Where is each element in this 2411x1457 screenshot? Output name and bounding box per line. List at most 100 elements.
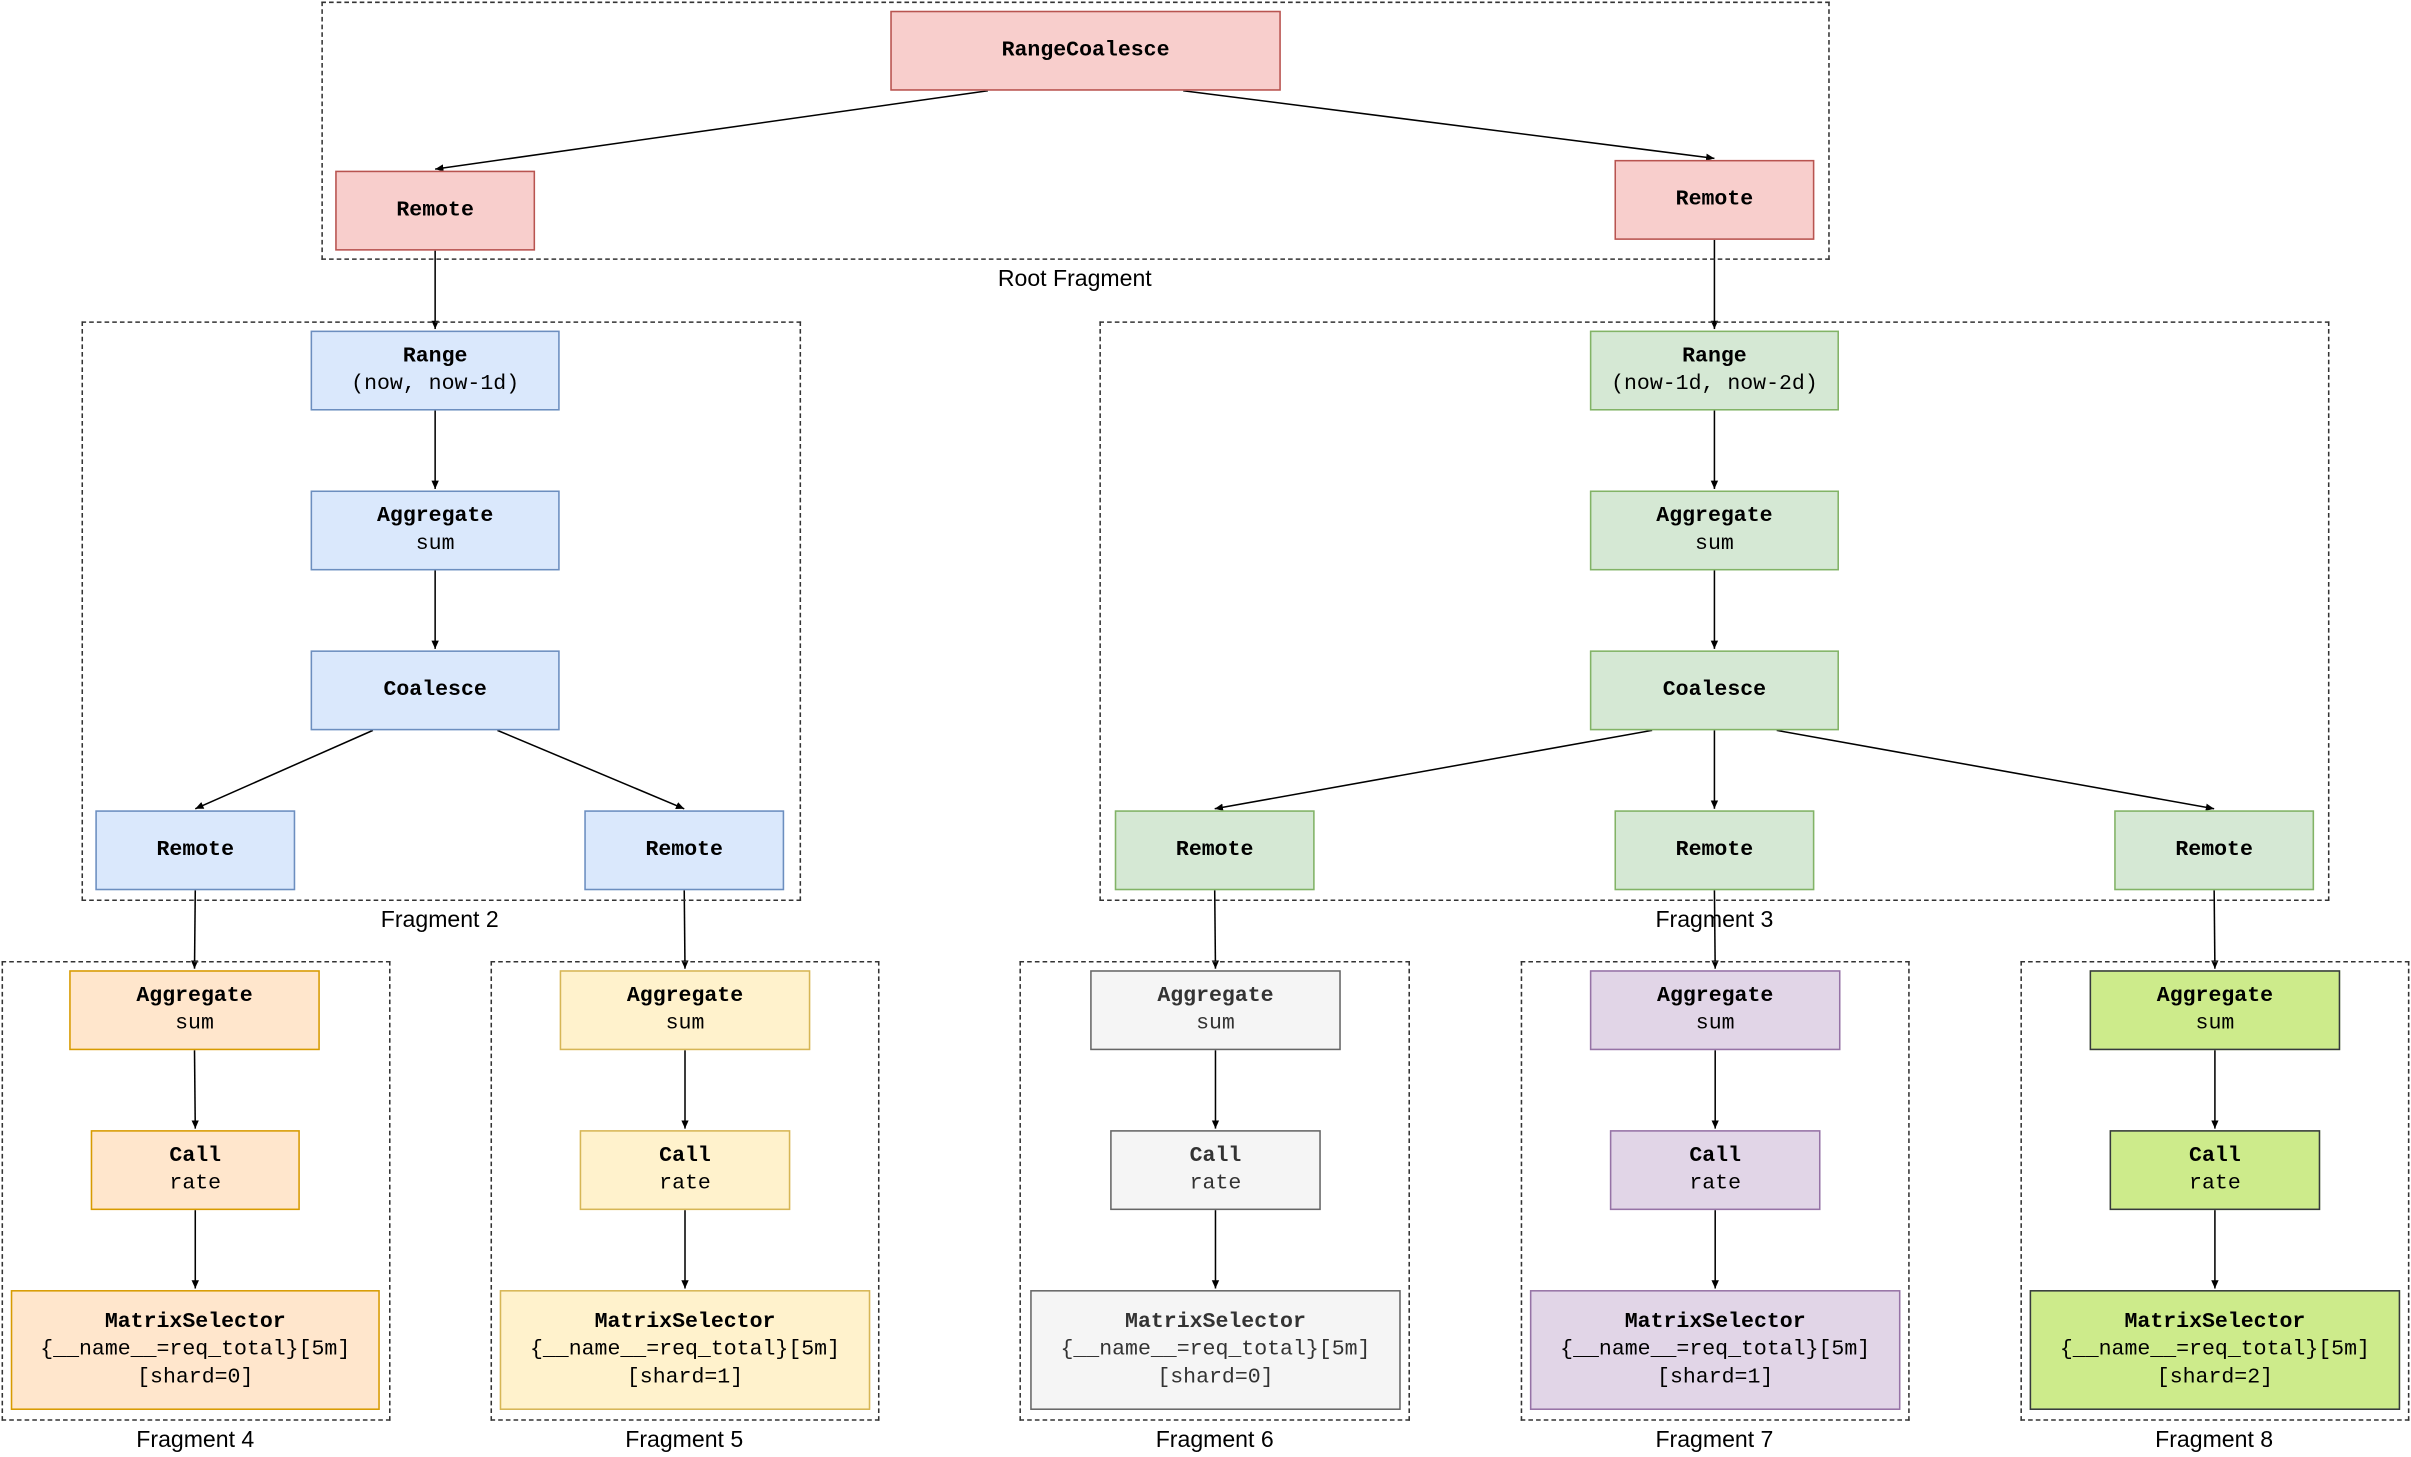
node-detail: sum (1695, 532, 1734, 557)
node-f3-remote-right: Remote (2114, 810, 2315, 891)
node-title: MatrixSelector (1624, 1310, 1806, 1335)
node-f5-call: Call rate (579, 1130, 791, 1211)
node-title: MatrixSelector (1125, 1310, 1306, 1335)
node-detail: sum (1196, 1011, 1235, 1037)
node-title: Remote (1675, 837, 1754, 863)
node-title: Aggregate (377, 504, 494, 529)
node-f6-call: Call rate (1110, 1130, 1321, 1211)
fragment-5-frame (490, 961, 880, 1421)
node-rangecoalesce: RangeCoalesce (890, 10, 1281, 91)
node-f3-range: Range (now-1d, now-2d) (1589, 330, 1839, 411)
edge-f3_remote_right-to-f8_aggregate (2211, 890, 2219, 969)
node-f5-matrixselector: MatrixSelector {__name__=req_total}[5m] … (499, 1290, 871, 1410)
node-f8-matrixselector: MatrixSelector {__name__=req_total}[5m] … (2029, 1290, 2401, 1410)
fragment-root-label: Root Fragment (997, 266, 1152, 293)
fragment-8-label: Fragment 8 (2155, 1426, 2274, 1454)
edge-f4_aggregate-to-f4_call (191, 1050, 199, 1129)
node-detail: rate (659, 1171, 711, 1197)
node-detail: {__name__=req_total}[5m] (40, 1337, 351, 1363)
node-detail: {__name__=req_total}[5m] (1060, 1337, 1371, 1363)
node-f5-aggregate: Aggregate sum (559, 970, 811, 1051)
node-f2-range: Range (now, now-1d) (310, 330, 560, 411)
node-root-remote-right: Remote (1614, 159, 1815, 240)
edge-f2_remote_right-to-f5_aggregate (681, 890, 689, 969)
node-detail: (now, now-1d) (351, 372, 520, 397)
fragment-6-frame (1019, 961, 1410, 1421)
node-title: Range (402, 344, 468, 370)
node-f2-aggregate: Aggregate sum (310, 490, 560, 571)
node-title: MatrixSelector (2124, 1310, 2306, 1335)
node-title: Remote (2175, 837, 2253, 863)
edge-range_coalesce-to-root_remote_right (1183, 89, 1715, 161)
node-shard: [shard=2] (2156, 1365, 2274, 1390)
node-title: Remote (645, 837, 723, 863)
node-title: Aggregate (626, 984, 744, 1009)
node-detail: rate (1689, 1171, 1742, 1197)
node-f3-remote-left: Remote (1114, 810, 1315, 891)
edge-range_coalesce-to-root_remote_left (435, 89, 989, 172)
fragment-2-label: Fragment 2 (380, 907, 499, 934)
node-title: Aggregate (136, 984, 253, 1009)
node-detail: sum (415, 532, 455, 557)
node-shard: [shard=0] (1157, 1365, 1274, 1390)
node-title: Aggregate (1157, 984, 1274, 1009)
node-shard: [shard=1] (1657, 1365, 1774, 1390)
node-f6-aggregate: Aggregate sum (1090, 970, 1341, 1051)
node-root-remote-left: Remote (335, 170, 536, 251)
node-detail: rate (2189, 1171, 2241, 1197)
node-detail: sum (1695, 1011, 1735, 1037)
edge-f2_coalesce-to-f2_remote_right (497, 729, 685, 810)
node-title: Aggregate (1657, 984, 1774, 1009)
node-f7-aggregate: Aggregate sum (1589, 970, 1841, 1051)
node-f3-aggregate: Aggregate sum (1589, 490, 1839, 571)
node-detail: sum (665, 1011, 705, 1037)
node-f7-matrixselector: MatrixSelector {__name__=req_total}[5m] … (1529, 1290, 1901, 1410)
edge-f2_coalesce-to-f2_remote_left (194, 729, 374, 810)
node-f4-matrixselector: MatrixSelector {__name__=req_total}[5m] … (10, 1290, 380, 1410)
node-title: Call (2189, 1143, 2241, 1169)
node-shard: [shard=0] (137, 1365, 254, 1390)
edge-f3_coalesce-to-f3_remote_right (1776, 729, 2215, 811)
node-f2-remote-left: Remote (95, 810, 296, 891)
node-title: Aggregate (2156, 984, 2274, 1009)
fragment-3-frame (1099, 321, 2330, 902)
node-detail: rate (169, 1171, 222, 1197)
node-f4-aggregate: Aggregate sum (69, 970, 320, 1051)
node-detail: sum (175, 1011, 214, 1037)
edge-f3_remote_mid-to-f7_aggregate (1711, 890, 1719, 969)
node-title: RangeCoalesce (1001, 38, 1170, 64)
node-shard: [shard=1] (626, 1365, 744, 1390)
node-title: Coalesce (1662, 678, 1767, 703)
node-title: Remote (396, 198, 474, 223)
fragment-7-frame (1520, 961, 1910, 1421)
node-f8-aggregate: Aggregate sum (2089, 970, 2341, 1051)
fragment-2-frame (81, 321, 802, 902)
node-detail: rate (1189, 1171, 1242, 1197)
node-f3-coalesce: Coalesce (1589, 650, 1839, 731)
fragment-4-label: Fragment 4 (136, 1426, 255, 1454)
fragment-7-label: Fragment 7 (1655, 1426, 1774, 1454)
node-f2-remote-right: Remote (584, 810, 785, 891)
node-f6-matrixselector: MatrixSelector {__name__=req_total}[5m] … (1030, 1290, 1401, 1410)
node-f4-call: Call rate (90, 1130, 300, 1211)
node-title: Remote (1175, 837, 1254, 863)
node-title: MatrixSelector (594, 1310, 776, 1335)
node-title: Remote (156, 837, 235, 863)
node-title: Range (1682, 344, 1747, 370)
node-detail: (now-1d, now-2d) (1611, 372, 1818, 397)
node-title: Call (659, 1143, 711, 1169)
fragment-5-label: Fragment 5 (625, 1426, 744, 1454)
fragment-root-frame (321, 1, 1830, 260)
fragment-6-label: Fragment 6 (1155, 1426, 1274, 1454)
node-title: MatrixSelector (104, 1310, 286, 1335)
node-title: Call (1189, 1143, 1242, 1169)
node-f3-remote-mid: Remote (1614, 810, 1815, 891)
node-title: Remote (1675, 187, 1754, 213)
edge-f2_remote_left-to-f4_aggregate (190, 890, 199, 969)
node-f8-call: Call rate (2109, 1130, 2321, 1211)
fragment-4-frame (1, 961, 391, 1421)
fragment-3-label: Fragment 3 (1655, 907, 1774, 934)
